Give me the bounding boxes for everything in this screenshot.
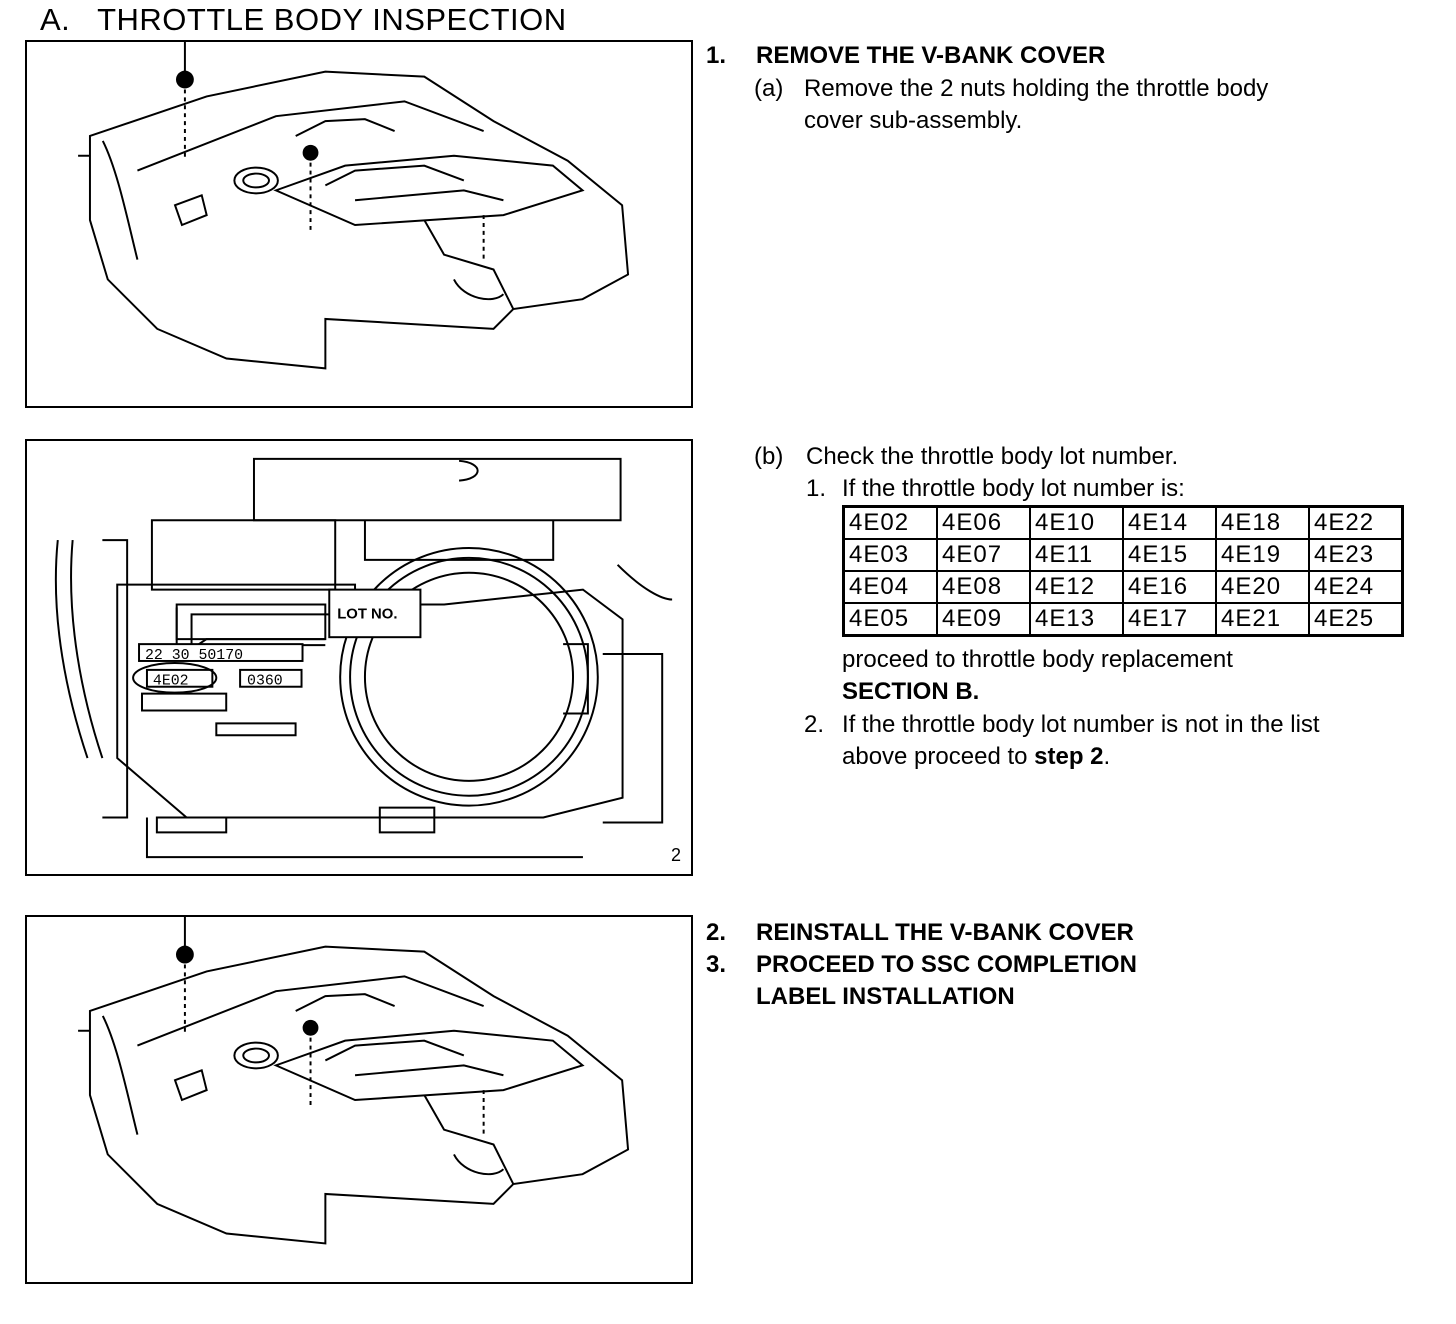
step3-number: 3. [706,951,727,978]
lot-number-cell: 4E02 [842,505,938,540]
figure-vbank-cover-reinstall [25,915,693,1284]
step1-sub-a: (a) Remove the 2 nuts holding the throttl… [754,73,1268,105]
lot-number-cell: 4E15 [1122,538,1217,572]
lot-number-cell: 4E22 [1308,505,1404,540]
lot-number-cell: 4E20 [1215,570,1310,604]
lot-code-label: 4E02 [153,674,189,690]
lot-number-cell: 4E10 [1029,505,1124,540]
lot-number-cell: 4E11 [1029,538,1124,572]
sub-a-label: (a) [754,75,784,102]
lot-number-cell: 4E21 [1215,602,1310,637]
check-sub-b: (b) Check the throttle body lot number. [754,441,1178,473]
nut-icon [176,70,194,89]
item1-text: If the throttle body lot number is: [842,475,1185,502]
check-item1: 1. If the throttle body lot number is: [806,473,1185,505]
section-b-reference: SECTION B. [842,678,980,705]
item2-line2: above proceed to step 2. [842,741,1110,773]
step1-heading: 1. REMOVE THE V-BANK COVER [706,40,1105,72]
sub-b-label: (b) [754,443,784,470]
sub-a-line2: cover sub-assembly. [804,107,1023,134]
step3-heading: 3. PROCEED TO SSC COMPLETION [706,949,1137,981]
code2-label: 0360 [247,674,283,690]
sub-a-line1: Remove the 2 nuts holding the throttle b… [804,75,1269,102]
nut-icon [302,1019,319,1036]
lot-number-cell: 4E03 [842,538,938,572]
step3-title-line1: PROCEED TO SSC COMPLETION [756,951,1137,978]
after-table-line1: proceed to throttle body replacement [842,646,1233,673]
lot-number-cell: 4E12 [1029,570,1124,604]
step2-number: 2. [706,919,727,946]
lot-number-cell: 4E07 [936,538,1031,572]
step1-number: 1. [706,42,727,69]
lot-number-cell: 4E24 [1308,570,1404,604]
lot-number-cell: 4E25 [1308,602,1404,637]
lot-number-cell: 4E05 [842,602,938,637]
lot-number-cell: 4E13 [1029,602,1124,637]
lot-number-cell: 4E14 [1122,505,1217,540]
figure-vbank-cover-removal [25,40,693,408]
lot-no-callout: LOT NO. [337,606,397,622]
part-number-label: 22 30 50170 [145,648,243,664]
vbank-cover-illustration [78,42,630,370]
figure-throttle-body-lot: LOT NO. 22 30 50170 4E02 0360 2 [25,439,693,876]
lot-number-cell: 4E06 [936,505,1031,540]
lot-number-cell: 4E19 [1215,538,1310,572]
step2-reference: step 2 [1034,743,1104,770]
item2-line2-suffix: . [1103,743,1111,770]
nut-icon [176,945,194,964]
step2-title: REINSTALL THE V-BANK COVER [756,919,1134,946]
section-title: A. THROTTLE BODY INSPECTION [40,2,567,37]
lot-number-cell: 4E18 [1215,505,1310,540]
vbank-cover-illustration [78,917,630,1245]
item1-number: 1. [806,475,827,502]
lot-number-cell: 4E09 [936,602,1031,637]
step2-heading: 2. REINSTALL THE V-BANK COVER [706,917,1134,949]
throttle-body-illustration: LOT NO. 22 30 50170 4E02 0360 [54,457,673,859]
lot-number-cell: 4E17 [1122,602,1217,637]
lot-number-cell: 4E23 [1308,538,1404,572]
item2-number: 2. [804,711,825,738]
nut-icon [302,144,319,161]
item2-line1: If the throttle body lot number is not i… [842,711,1320,738]
lot-number-cell: 4E08 [936,570,1031,604]
step1-title: REMOVE THE V-BANK COVER [756,42,1106,69]
figure-number: 2 [670,845,681,865]
lot-number-cell: 4E16 [1122,570,1217,604]
check-item2: 2. If the throttle body lot number is not… [804,709,1320,741]
lot-number-cell: 4E04 [842,570,938,604]
sub-b-text: Check the throttle body lot number. [806,443,1179,470]
step3-title-line2: LABEL INSTALLATION [756,983,1015,1010]
item2-line2-prefix: above proceed to [842,743,1035,770]
